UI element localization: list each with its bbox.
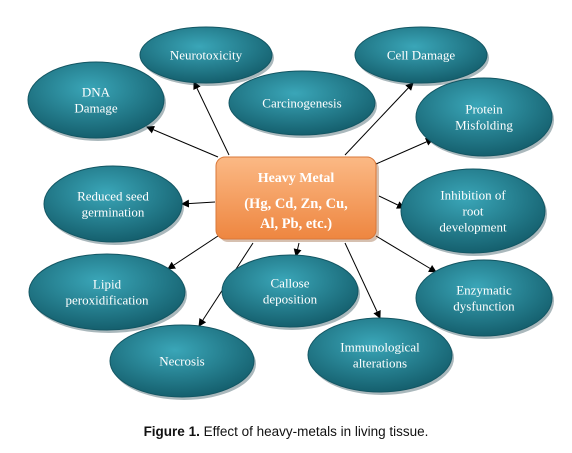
node-ellipse bbox=[415, 77, 553, 157]
node-neurotoxicity: Neurotoxicity bbox=[139, 26, 274, 86]
figure-label: Figure 1. bbox=[143, 424, 200, 439]
arrow-to-neurotoxicity bbox=[193, 81, 230, 156]
figure-caption: Figure 1. Effect of heavy-metals in livi… bbox=[0, 424, 572, 439]
center-title: Heavy Metal bbox=[258, 171, 335, 186]
node-label-line: development bbox=[439, 220, 507, 235]
center-metals-line-1: (Hg, Cd, Zn, Cu, bbox=[244, 196, 348, 212]
center-heavy-metal: Heavy Metal (Hg, Cd, Zn, Cu, Al, Pb, etc.) bbox=[215, 156, 379, 242]
arrow-to-inhibition-root-development bbox=[378, 195, 405, 209]
node-label-line: deposition bbox=[263, 292, 318, 307]
node-label-line: dysfunction bbox=[453, 299, 515, 314]
node-label-line: germination bbox=[82, 205, 145, 220]
node-label-line: DNA bbox=[82, 85, 111, 100]
node-ellipse bbox=[354, 26, 488, 84]
arrow-to-cell-damage bbox=[344, 82, 414, 156]
node-ellipse bbox=[228, 70, 376, 136]
figure-caption-text: Effect of heavy-metals in living tissue. bbox=[199, 424, 429, 439]
node-label-line: Callose bbox=[271, 276, 310, 291]
node-label-line: alterations bbox=[353, 356, 407, 371]
center-metals-line-2: Al, Pb, etc.) bbox=[260, 216, 332, 232]
node-carcinogenesis: Carcinogenesis bbox=[228, 70, 377, 138]
arrow-to-immunological-alterations bbox=[344, 242, 381, 319]
node-label-line: Cell Damage bbox=[387, 48, 455, 63]
arrow-to-callose-deposition bbox=[293, 242, 302, 257]
node-necrosis: Necrosis bbox=[109, 324, 256, 400]
node-label-line: Misfolding bbox=[455, 118, 513, 133]
node-label-line: Lipid bbox=[93, 277, 122, 292]
center-box bbox=[215, 156, 377, 240]
arrow-to-protein-misfolding bbox=[375, 138, 434, 165]
node-ellipse bbox=[27, 61, 165, 139]
node-label-line: Reduced seed bbox=[77, 189, 149, 204]
node-label-line: peroxidification bbox=[65, 293, 149, 308]
arrow-to-reduced-seed-germination bbox=[181, 199, 216, 208]
node-label-line: Inhibition of bbox=[440, 188, 506, 203]
node-ellipse bbox=[43, 165, 183, 243]
node-ellipse bbox=[139, 26, 273, 84]
arrow-to-lipid-peroxidification bbox=[167, 231, 225, 270]
node-cell-damage: Cell Damage bbox=[354, 26, 489, 86]
node-ellipse bbox=[109, 324, 255, 398]
node-label-line: root bbox=[463, 204, 484, 219]
node-label-line: Enzymatic bbox=[456, 283, 512, 298]
node-ellipse bbox=[221, 254, 359, 328]
arrow-to-enzymatic-dysfunction bbox=[375, 235, 437, 273]
node-ellipse bbox=[307, 317, 453, 393]
node-label-line: Necrosis bbox=[159, 354, 205, 369]
node-ellipse bbox=[415, 259, 553, 337]
node-ellipse bbox=[400, 168, 546, 254]
node-label-line: Neurotoxicity bbox=[170, 48, 243, 63]
node-label-line: Carcinogenesis bbox=[262, 96, 341, 111]
node-label-line: Immunological bbox=[340, 340, 420, 355]
node-label-line: Damage bbox=[74, 101, 118, 116]
node-ellipse bbox=[28, 253, 186, 331]
arrow-to-dna-damage bbox=[146, 126, 219, 158]
node-label-line: Protein bbox=[465, 102, 503, 117]
